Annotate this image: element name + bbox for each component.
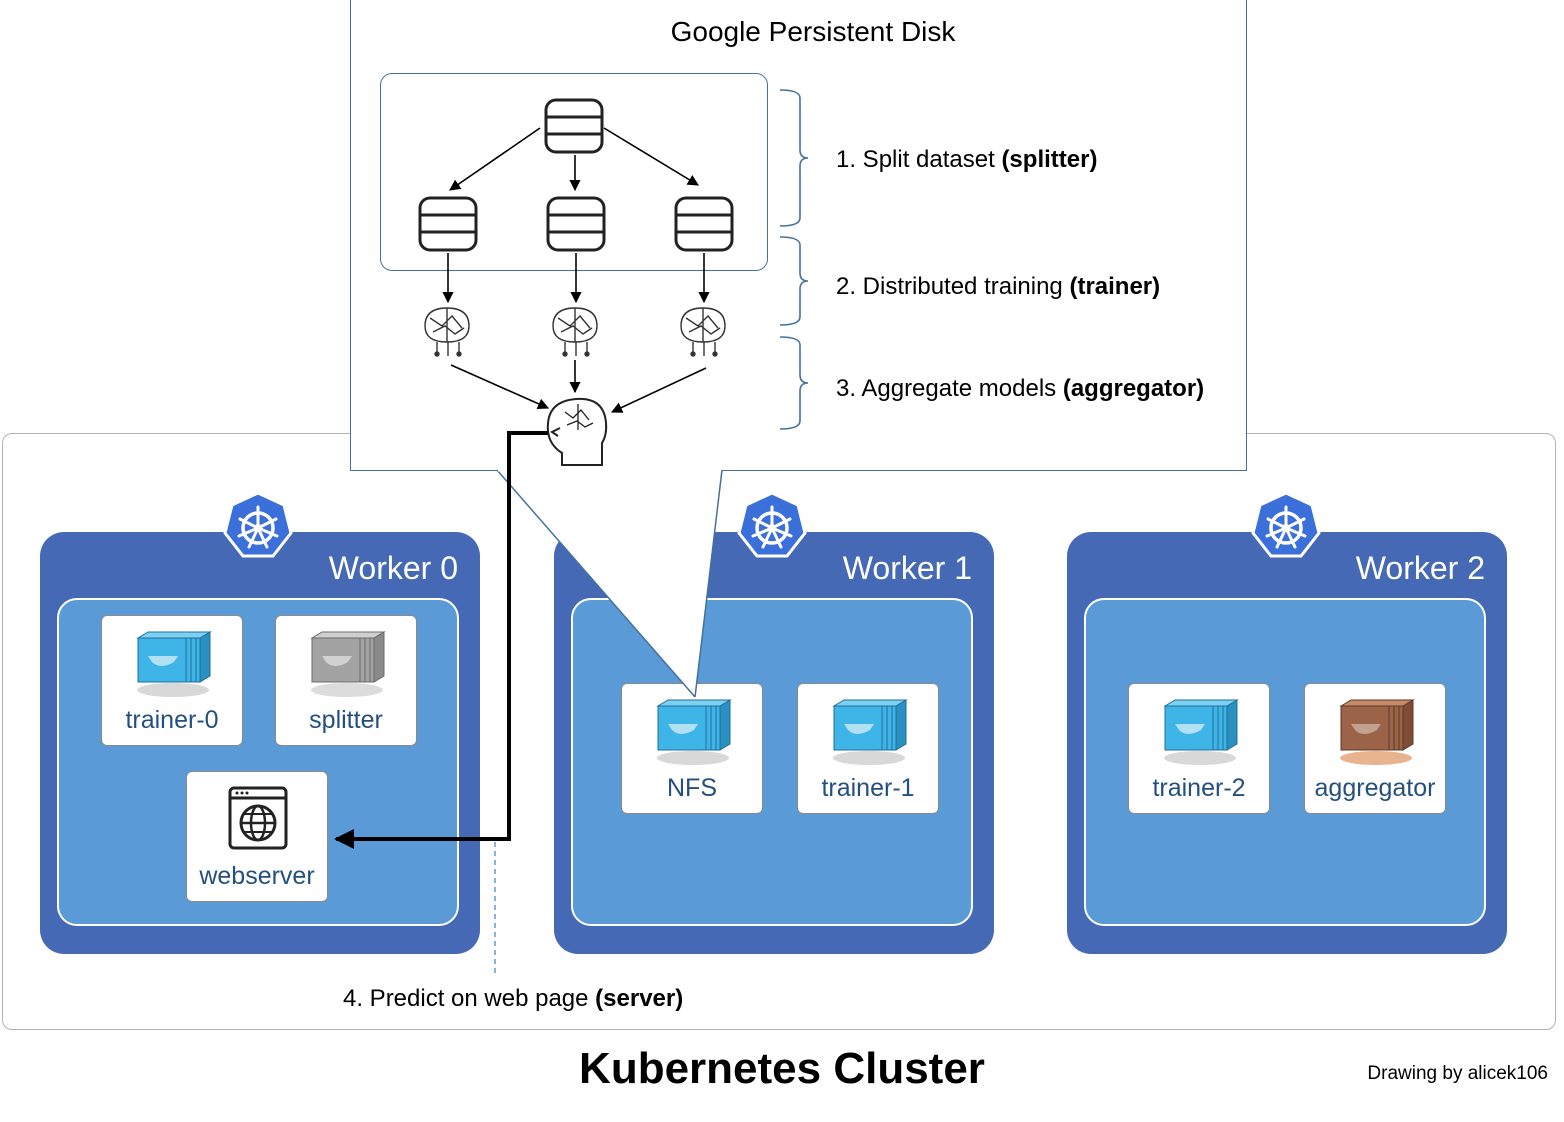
drawing-credit: Drawing by alicek106 [1367,1063,1548,1084]
docker-container-icon [136,631,212,697]
kubernetes-icon [1251,491,1321,558]
pod-card-trainer-1[interactable]: trainer-1 [797,683,939,814]
database-icon [544,98,604,154]
neural-network-icon [680,307,726,357]
pod-label: NFS [667,774,717,802]
step-brace [779,89,809,430]
predict-connector [334,431,548,849]
pod-card-splitter[interactable]: splitter [275,615,417,746]
cluster-title: Kubernetes Cluster [579,1044,985,1093]
step-label-predict: 4. Predict on web page (server) [343,985,684,1012]
pod-card-trainer-2[interactable]: trainer-2 [1128,683,1270,814]
docker-container-icon [1339,699,1415,765]
callout-pointer [497,470,722,697]
pod-card-trainer-0[interactable]: trainer-0 [101,615,243,746]
brain-head-icon [546,397,608,466]
step-label-train: 2. Distributed training (trainer) [836,273,1161,300]
step-label-split: 1. Split dataset (splitter) [836,146,1098,173]
pod-card-aggregator[interactable]: aggregator [1304,683,1446,814]
pod-label: trainer-2 [1152,774,1246,802]
neural-network-icon [424,307,470,357]
docker-container-icon [832,699,908,765]
docker-container-icon [1163,699,1239,765]
pod-label: splitter [309,706,383,734]
pod-label: aggregator [1314,774,1436,802]
persistent-disk-panel [350,0,1247,471]
database-icon [418,196,478,252]
database-icon [546,196,606,252]
neural-network-icon [552,307,598,357]
dataset-box [380,73,768,271]
kubernetes-icon [737,491,807,558]
pod-card-nfs[interactable]: NFS [621,683,763,814]
pod-label: trainer-0 [125,706,219,734]
step-label-aggregate: 3. Aggregate models (aggregator) [836,375,1205,402]
database-icon [674,196,734,252]
docker-container-icon [656,699,732,765]
web-browser-icon [228,786,288,850]
worker-title: Worker 0 [328,550,458,586]
pod-label: trainer-1 [821,774,915,802]
persistent-disk-title: Google Persistent Disk [670,16,956,47]
pod-label: webserver [199,862,315,890]
worker-title: Worker 2 [1355,550,1485,586]
kubernetes-icon [223,491,293,558]
docker-container-icon [310,631,386,697]
worker-title: Worker 1 [842,550,972,586]
pod-card-webserver[interactable]: webserver [186,771,328,902]
